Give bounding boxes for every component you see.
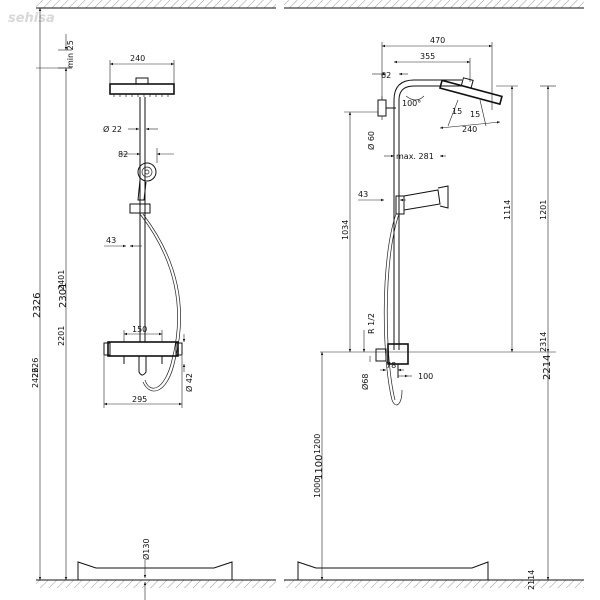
pipe-diameter-side-label: Ø 60: [366, 131, 376, 150]
ceiling-right: [284, 0, 584, 9]
total-b-label: 2214: [542, 355, 553, 380]
outlet-diameter-label: Ø 42: [184, 373, 194, 392]
hand-shower-offset-label: 82: [118, 150, 128, 159]
floor-left: [36, 561, 276, 588]
side-view-dimensions: 470 355 62 100° 15 15 240 Ø 60 max. 281 …: [313, 36, 556, 590]
tilt-a-label: 15: [452, 107, 462, 116]
arm-offset-label: 62: [381, 71, 391, 80]
height-f-label: 2401: [57, 270, 66, 290]
height-a-label: 2226: [31, 358, 40, 378]
hand-shower-max-label: max. 281: [396, 152, 434, 161]
pipe-diameter-label: Ø 22: [103, 124, 122, 134]
total-c-label: 2114: [527, 570, 536, 590]
front-view-dimensions: min 25 240 Ø 22 82 43 150 Ø 42 295: [31, 8, 194, 600]
head-height-b-label: 1201: [539, 200, 548, 220]
watermark-text: sehisa: [8, 11, 55, 26]
side-view-shower: [375, 77, 503, 406]
overhead-shower-head-side: [439, 77, 503, 106]
height-c-label: 2426: [31, 368, 40, 388]
mixer-width-label: 295: [132, 395, 147, 404]
thread-label: R 1/2: [367, 313, 376, 334]
total-a-label: 2314: [539, 332, 548, 352]
tilt-b-label: 15: [470, 110, 480, 119]
front-view-shower: [103, 77, 183, 392]
arm-length-label: 355: [420, 52, 435, 61]
mixer-height-a-label: 1200: [313, 434, 322, 454]
arm-angle-label: 100°: [402, 99, 421, 108]
head-diameter-label: 240: [462, 125, 477, 134]
height-d-label: 2201: [57, 326, 66, 346]
connection-depth-label: 78: [386, 361, 396, 370]
head-width-label: 240: [130, 54, 145, 63]
mixer-height-b-label: 1100: [314, 455, 325, 480]
fixing-distance-label: 150: [132, 325, 147, 334]
bar-offset-label: 43: [106, 236, 116, 245]
total-projection-label: 470: [430, 36, 445, 45]
floor-offset-label: Ø130: [141, 538, 151, 560]
bar-offset-side-label: 43: [358, 190, 368, 199]
height-b-label: 2326: [32, 293, 43, 318]
ceiling-left: [36, 0, 276, 9]
head-height-a-label: 1114: [503, 200, 512, 220]
min-gap-label: min 25: [66, 40, 75, 68]
rail-height-label: 1034: [341, 220, 350, 240]
thermostatic-mixer: [107, 341, 179, 357]
wall-plate-diameter-label: Ø68: [360, 374, 370, 390]
height-e-label: 2301: [58, 283, 69, 308]
mixer-height-c-label: 1000: [313, 478, 322, 498]
mixer-depth-label: 100: [418, 372, 433, 381]
overhead-shower-head: [109, 83, 175, 95]
hand-shower-head: [137, 162, 157, 182]
floor-right: [284, 561, 584, 588]
